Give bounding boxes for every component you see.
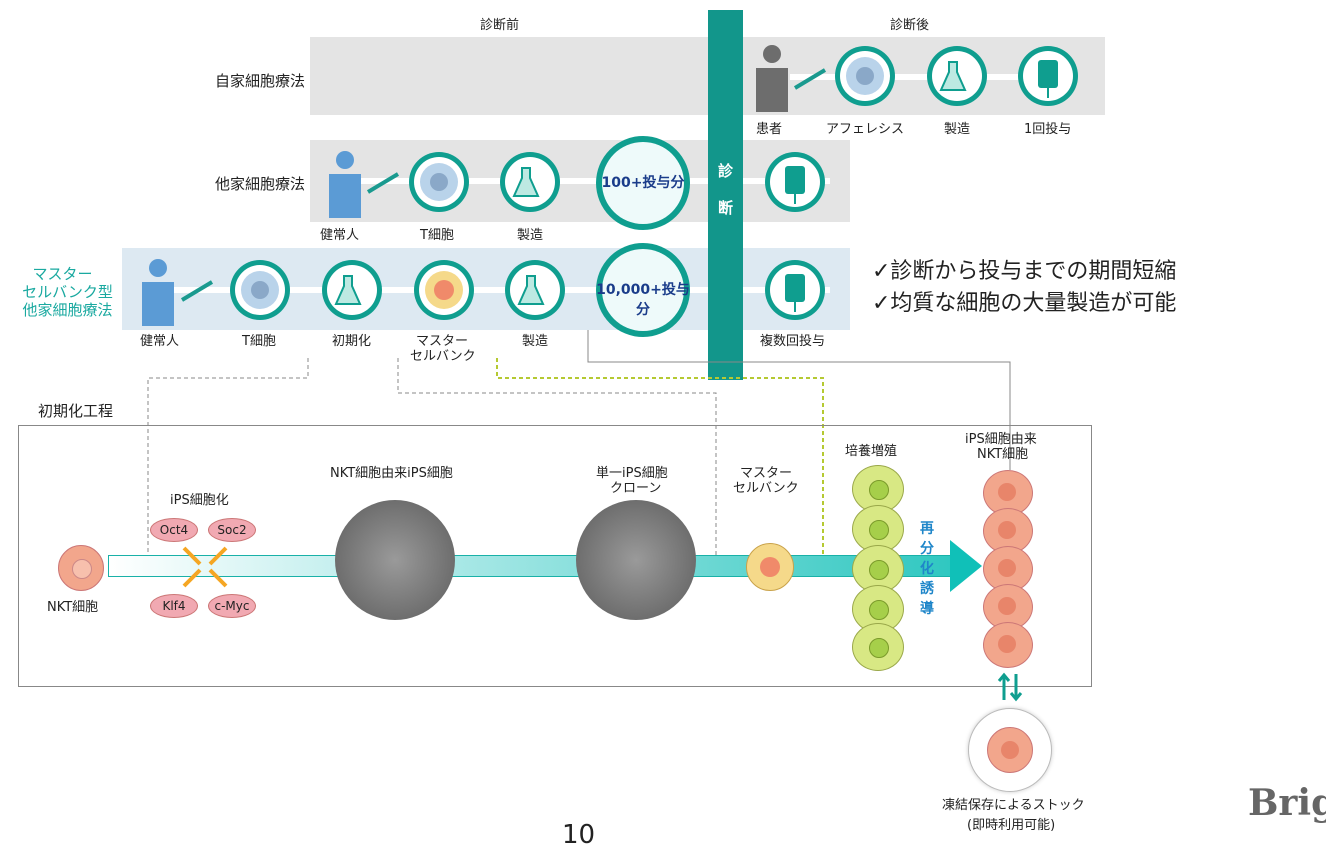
doses-10000-label: 10,000+投与分 [596,282,690,318]
masterbank-connector [150,287,830,293]
diagnosis-bar: 診 断 [708,10,743,380]
master-cell-bank-icon [414,260,474,320]
master-step-manufacture: 製造 [522,334,549,349]
process-arrow-head [950,540,982,592]
redifferentiation-char: 化 [920,561,934,577]
autologous-step-apheresis: アフェレシス [826,122,905,137]
master-step-reprogramming: 初期化 [332,334,372,349]
gene-klf4: Klf4 [150,594,198,618]
syringe-icon [793,68,827,90]
expansion-label: 培養増殖 [845,444,898,459]
redifferentiation-char: 分 [920,541,934,557]
autologous-step-single-dose: 1回投与 [1024,122,1072,137]
nkt-ips-micrograph [335,500,455,620]
redifferentiation-char: 再 [920,521,934,537]
autologous-step-manufacture: 製造 [944,122,971,137]
reprogramming-flask-icon [322,260,382,320]
syringe-icon [180,280,214,302]
gene-oct4: Oct4 [150,518,198,542]
doses-100-label: 100+投与分 [601,175,685,191]
header-before-diagnosis: 診断前 [480,18,520,33]
manufacture-flask-icon [505,260,565,320]
page-number: 10 [562,820,596,850]
master-step-t-cell: T細胞 [242,334,276,349]
gene-soc2: Soc2 [208,518,256,542]
expansion-cell [852,623,904,671]
patient-icon [756,45,788,112]
iv-bag-icon [1018,46,1078,106]
expansion-cells [852,465,904,671]
process-title: 初期化工程 [38,402,114,420]
masterbank-label-2: セルバンク型 [22,283,113,301]
manufacture-flask-icon [500,152,560,212]
benefit-shorter-time: ✓診断から投与までの期間短縮 [872,259,1177,284]
iv-bag-icon [765,260,825,320]
apheresis-circle-icon [835,46,895,106]
masterbank-label-3: 他家細胞療法 [22,301,113,319]
allogeneic-step-t-cell: T細胞 [420,228,454,243]
iv-bag-icon [765,152,825,212]
single-clone-micrograph [576,500,696,620]
master-bank-label-1: マスター [740,466,793,481]
ips-reprogramming-label: iPS細胞化 [170,493,229,508]
masterbank-label-1: マスター [32,265,93,283]
frozen-stock-icon [968,708,1052,792]
autologous-step-patient: 患者 [756,122,783,137]
redifferentiation-label: 再 分 化 誘 導 [917,518,937,618]
t-cell-circle-icon [409,152,469,212]
process-frame [18,425,1092,687]
single-clone-label-2: クローン [610,481,662,496]
derived-nkt-cells [983,470,1035,675]
redifferentiation-char: 導 [920,601,934,617]
bidirectional-arrow-icon [997,672,1023,702]
brand-logo: Brigl [1248,782,1326,824]
manufacture-flask-icon [927,46,987,106]
nkt-ips-label: NKT細胞由来iPS細胞 [330,466,453,481]
stock-label-1: 凍結保存によるストック [942,798,1085,813]
derived-label-1: iPS細胞由来 [965,432,1037,447]
diagnosis-char-1: 診 [717,162,733,180]
single-clone-label-1: 単一iPS細胞 [596,466,668,481]
factor-arrows [182,546,228,588]
master-bank-label-2: セルバンク [733,481,799,496]
doses-100-icon: 100+投与分 [596,136,690,230]
t-cell-circle-icon [230,260,290,320]
doses-10000-icon: 10,000+投与分 [596,243,690,337]
autologous-label: 自家細胞療法 [214,72,305,90]
benefit-mass-production: ✓均質な細胞の大量製造が可能 [872,291,1177,316]
diagnosis-char-2: 断 [717,199,733,217]
allogeneic-step-manufacture: 製造 [517,228,544,243]
derived-nkt-cell [983,622,1033,668]
stock-label-2: (即時利用可能) [967,818,1056,833]
master-step-multiple-doses: 複数回投与 [760,334,826,349]
master-step-donor: 健常人 [140,334,180,349]
redifferentiation-char: 誘 [920,581,934,597]
syringe-icon [366,172,400,194]
expansion-cell [852,585,904,633]
master-step-bank-1: マスター [416,334,469,349]
allogeneic-connector [340,178,830,184]
nkt-cell-label: NKT細胞 [47,600,99,615]
master-step-bank-2: セルバンク [410,349,476,364]
allogeneic-step-donor: 健常人 [320,228,360,243]
process-arrow-shaft [108,555,958,577]
header-after-diagnosis: 診断後 [890,18,930,33]
healthy-donor-icon [329,151,361,218]
autologous-connector [790,74,1060,80]
gene-c-myc: c-Myc [208,594,256,618]
derived-label-2: NKT細胞 [977,447,1029,462]
healthy-donor-icon [142,259,174,326]
master-bank-cell-icon [746,543,794,591]
allogeneic-label: 他家細胞療法 [214,175,305,193]
nkt-cell-icon [58,545,104,591]
